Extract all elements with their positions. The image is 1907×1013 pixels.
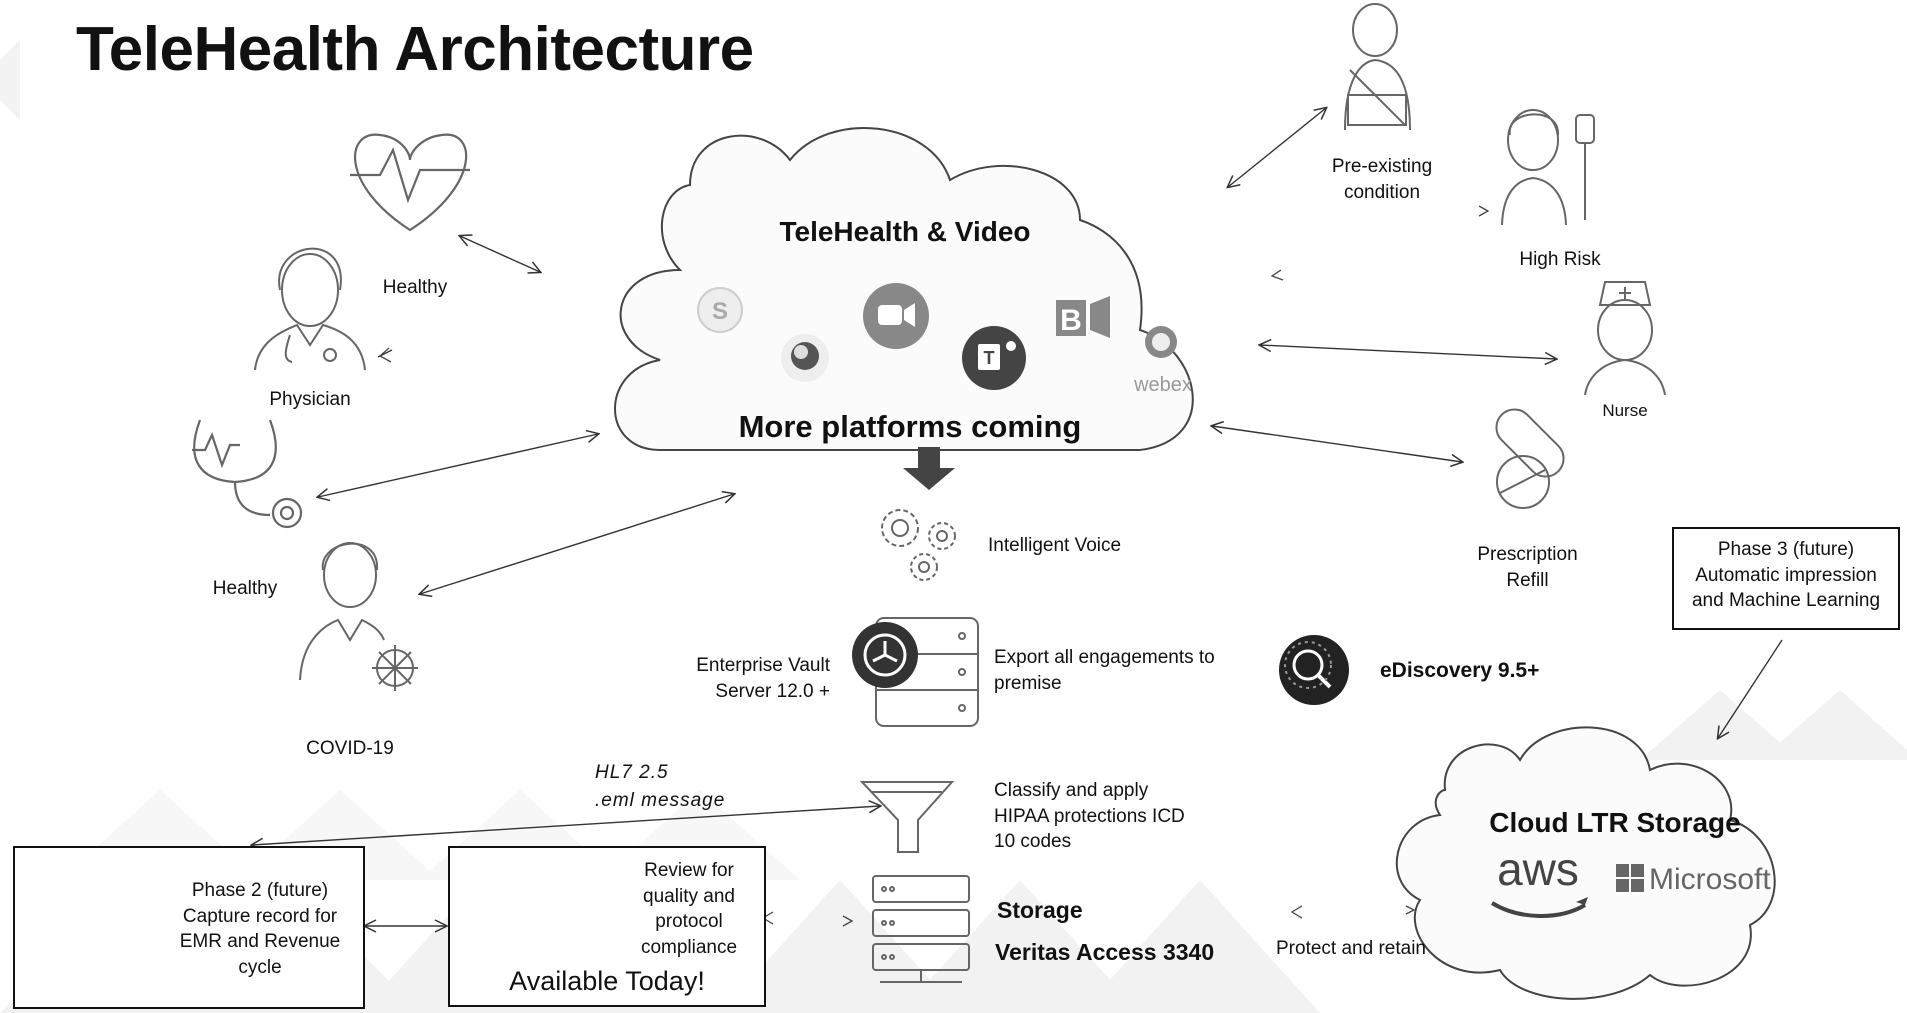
bluejeans-icon: B (1056, 296, 1110, 338)
stethoscope-icon (192, 419, 303, 529)
phase2-box: Phase 2 (future) Capture record for EMR … (13, 846, 365, 1009)
skype-icon: S (697, 287, 743, 333)
chat-bubble-icon (781, 334, 829, 382)
svg-text:T: T (984, 348, 995, 368)
gears-icon (881, 509, 956, 581)
heart-pulse-icon (350, 133, 470, 232)
webex-icon (1145, 326, 1177, 358)
healthy-top-label: Healthy (382, 277, 448, 298)
phase2-label: Phase 2 (future) Capture record for EMR … (179, 880, 341, 978)
svg-text:B: B (1060, 304, 1082, 337)
pills-icon (1495, 408, 1565, 509)
aws-logo-text: aws (1497, 843, 1579, 895)
microsoft-logo-text: Microsoft (1649, 863, 1771, 896)
intelligent-voice-label: Intelligent Voice (988, 535, 1122, 556)
eml-label: .eml message (595, 790, 726, 811)
prescription-label: Prescription Refill (1477, 544, 1578, 591)
phase3-label: Phase 3 (future) Automatic impression an… (1691, 539, 1881, 612)
storage-title: Storage (997, 897, 1083, 923)
webex-label: webex (1134, 374, 1192, 396)
high-risk-iv-icon (1501, 109, 1595, 226)
connector-arrows (252, 108, 1783, 926)
cloud-heading: TeleHealth & Video (779, 216, 1031, 247)
phase3-box: Phase 3 (future) Automatic impression an… (1672, 527, 1900, 630)
review-box: Review for quality and protocol complian… (448, 846, 766, 1007)
microsoft-logo-icon (1616, 864, 1644, 892)
hl7-label: HL7 2.5 (595, 762, 669, 783)
covid-patient-icon (299, 542, 418, 691)
enterprise-vault-label: Enterprise Vault Server 12.0 + (696, 655, 830, 702)
teams-icon: T (962, 326, 1026, 390)
classify-label: Classify and apply HIPAA protections ICD… (994, 780, 1185, 853)
ediscovery-icon (1279, 635, 1349, 705)
vault-badge-icon (852, 622, 918, 688)
down-arrow-icon (903, 447, 955, 490)
cloud-subheading: More platforms coming (738, 409, 1082, 444)
review-label: Review for quality and protocol complian… (640, 860, 738, 958)
available-today-label: Available Today! (509, 966, 705, 996)
nurse-label: Nurse (1602, 401, 1648, 420)
funnel-icon (859, 781, 955, 853)
nurse-icon (1584, 281, 1666, 396)
pre-existing-label: Pre-existing condition (1331, 156, 1433, 203)
healthy-bottom-label: Healthy (212, 578, 278, 599)
aws-smile-icon (1490, 901, 1587, 918)
page-title: TeleHealth Architecture (76, 15, 754, 84)
ltr-cloud-shape (1395, 726, 1776, 1000)
ltr-title: Cloud LTR Storage (1489, 807, 1741, 838)
physician-label: Physician (269, 389, 351, 410)
physician-icon (254, 247, 366, 371)
protect-label: Protect and retain (1276, 938, 1426, 959)
ediscovery-label: eDiscovery 9.5+ (1380, 659, 1540, 682)
storage-rack-icon (872, 875, 970, 983)
export-label: Export all engagements to premise (994, 647, 1215, 694)
zoom-icon (863, 283, 929, 349)
storage-product: Veritas Access 3340 (995, 939, 1215, 965)
svg-text:S: S (712, 298, 728, 325)
arm-sling-patient-icon (1344, 3, 1411, 131)
covid-label: COVID-19 (306, 738, 394, 759)
high-risk-label: High Risk (1519, 249, 1601, 270)
